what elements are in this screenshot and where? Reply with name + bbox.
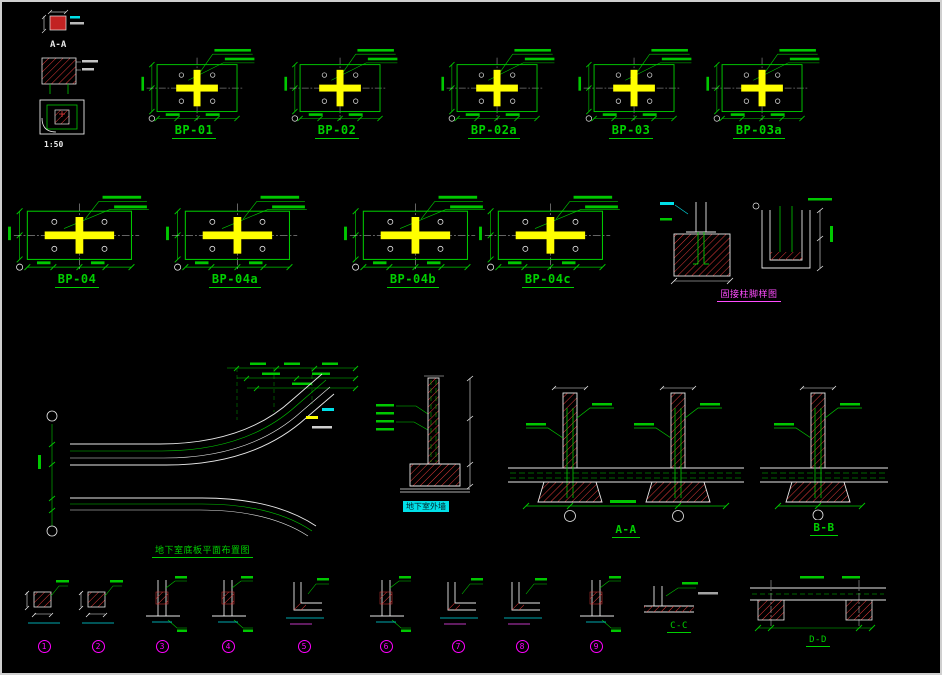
section-bb-group[interactable]: B-B xyxy=(754,374,894,536)
base-plate-plan-drawing xyxy=(578,48,692,122)
base-plate-detail[interactable]: BP-02a xyxy=(431,42,557,139)
detail-number-bubble: 1 xyxy=(37,640,51,653)
anchor-base-label: 固接柱脚样图 xyxy=(717,287,781,302)
base-plate-plan-drawing xyxy=(166,195,307,271)
section-aa-group[interactable]: A-A xyxy=(500,372,752,538)
column-base-drawing xyxy=(212,576,253,632)
wall-section-group[interactable]: 地下室外墙 xyxy=(376,374,476,512)
base-plate-plan-drawing xyxy=(8,195,149,271)
base-plate-detail[interactable]: BP-03a xyxy=(696,42,822,139)
beam-elevation-group[interactable]: D-D xyxy=(742,576,894,647)
base-plate-label: BP-04 xyxy=(54,272,100,288)
base-plate-plan-drawing xyxy=(141,48,255,122)
base-plate-plan-drawing xyxy=(706,48,820,122)
detail-number-bubble: 7 xyxy=(451,640,465,653)
basement-plan-drawing xyxy=(38,362,359,537)
base-plate-label: BP-02a xyxy=(467,123,521,139)
detail-number-bubble: 8 xyxy=(515,640,529,653)
detail-number-bubble: 4 xyxy=(221,640,235,653)
legend-section-label: A-A xyxy=(50,40,67,50)
column-base-detail[interactable]: 6 xyxy=(360,576,412,653)
base-plate-detail[interactable]: BP-01 xyxy=(131,42,257,139)
base-plate-plan-drawing xyxy=(441,48,555,122)
column-base-drawing xyxy=(146,576,187,632)
legend-scale-label: 1:50 xyxy=(44,140,64,149)
column-base-drawing xyxy=(370,576,411,632)
column-base-drawing xyxy=(78,580,123,624)
detail-number-bubble: 2 xyxy=(91,640,105,653)
wall-section-label: 地下室外墙 xyxy=(403,501,449,512)
section-cc-label: C-C xyxy=(667,621,691,633)
base-plate-plan-drawing xyxy=(479,195,620,271)
detail-number-bubble: 5 xyxy=(297,640,311,653)
basement-plan-label: 地下室底板平面布置图 xyxy=(152,543,254,558)
column-base-detail[interactable]: 8 xyxy=(496,576,548,653)
column-base-drawing xyxy=(504,578,547,625)
base-plate-label: BP-03a xyxy=(732,123,786,139)
column-base-detail[interactable]: 3 xyxy=(136,576,188,653)
column-base-drawing xyxy=(24,580,69,624)
column-base-drawing xyxy=(440,578,483,625)
basement-plan-group[interactable]: 地下室底板平面布置图 xyxy=(12,360,362,560)
base-plate-detail[interactable]: BP-04b xyxy=(338,190,488,288)
column-base-detail[interactable]: 2 xyxy=(72,576,124,653)
base-plate-label: BP-04b xyxy=(386,272,440,288)
base-plate-plan-drawing xyxy=(284,48,398,122)
detail-number-bubble: 9 xyxy=(589,640,603,653)
base-plate-detail[interactable]: BP-04a xyxy=(160,190,310,288)
base-plate-detail[interactable]: BP-03 xyxy=(568,42,694,139)
column-base-detail[interactable]: 9 xyxy=(570,576,622,653)
base-plate-detail[interactable]: BP-02 xyxy=(274,42,400,139)
base-plate-label: BP-04c xyxy=(521,272,575,288)
column-base-detail[interactable]: 7 xyxy=(432,576,484,653)
section-cc-group[interactable]: C-C xyxy=(636,580,722,633)
legend-group[interactable]: A-A 1:50 xyxy=(28,8,138,158)
section-bb-drawing xyxy=(760,385,888,520)
column-base-detail[interactable]: 4 xyxy=(202,576,254,653)
base-plate-label: BP-01 xyxy=(171,123,217,139)
base-plate-label: BP-02 xyxy=(314,123,360,139)
beam-elevation-drawing xyxy=(750,576,886,632)
base-plate-label: BP-03 xyxy=(608,123,654,139)
base-plate-detail[interactable]: BP-04c xyxy=(473,190,623,288)
column-base-detail[interactable]: 5 xyxy=(278,576,330,653)
section-aa-label: A-A xyxy=(612,523,640,538)
section-bb-label: B-B xyxy=(810,521,838,536)
column-base-detail[interactable]: 1 xyxy=(18,576,70,653)
column-base-drawing xyxy=(286,578,329,625)
base-plate-plan-drawing xyxy=(344,195,485,271)
section-aa-drawing xyxy=(508,385,744,522)
legend-drawing xyxy=(39,9,98,135)
base-plate-label: BP-04a xyxy=(208,272,262,288)
beam-elevation-label: D-D xyxy=(806,635,830,647)
column-base-drawing xyxy=(580,576,621,632)
section-cc-drawing xyxy=(644,582,718,613)
detail-number-bubble: 3 xyxy=(155,640,169,653)
anchor-base-detail-group[interactable]: 固接柱脚样图 xyxy=(658,196,840,302)
anchor-base-drawing xyxy=(660,198,833,285)
detail-number-bubble: 6 xyxy=(379,640,393,653)
base-plate-detail[interactable]: BP-04 xyxy=(2,190,152,288)
wall-section-drawing xyxy=(376,375,474,493)
